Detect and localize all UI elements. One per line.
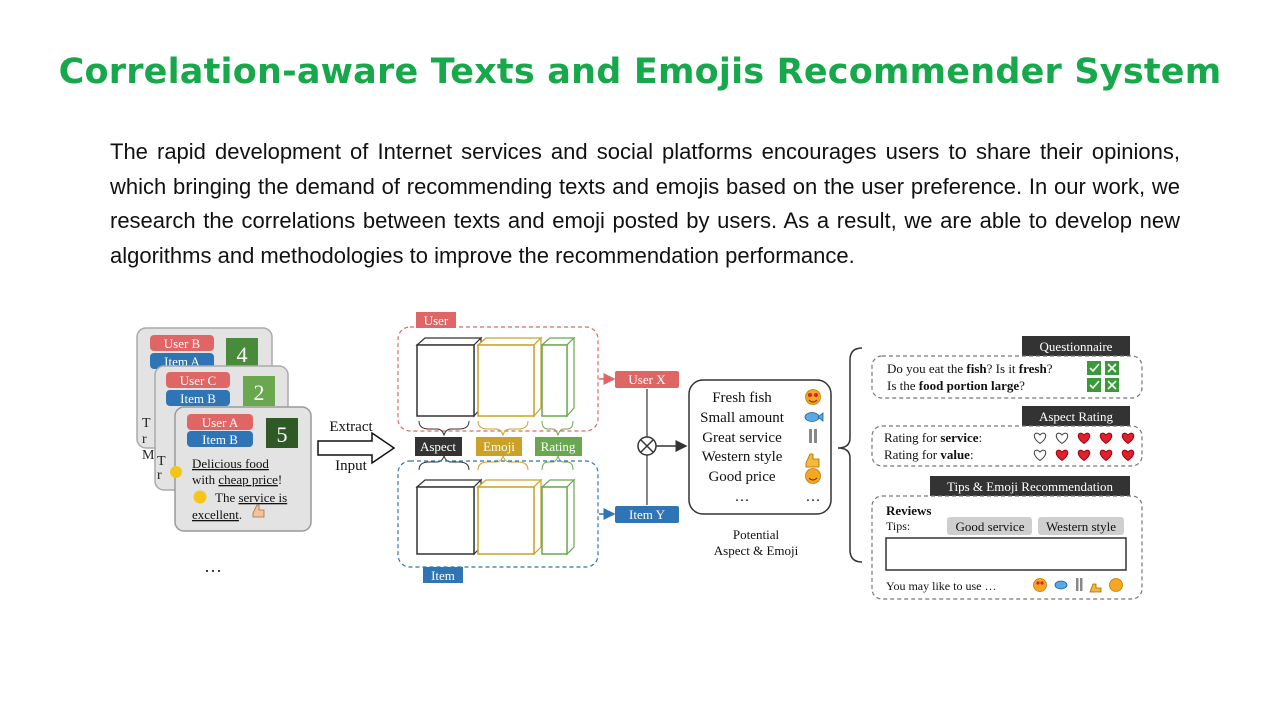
potential-item-5: Good price: [708, 469, 775, 485]
card-front-rating: 5: [277, 422, 288, 447]
svg-text:M: M: [142, 448, 155, 463]
svg-text:Delicious food: Delicious food: [192, 456, 269, 471]
item-rating-block: [542, 480, 574, 554]
card-front-user: User A: [202, 415, 239, 430]
svg-text:Good service: Good service: [956, 519, 1025, 534]
you-may-like-label: You may like to use …: [886, 579, 996, 593]
svg-text:r: r: [157, 468, 162, 483]
review-text-input[interactable]: [886, 538, 1126, 570]
question-2: Is the food portion large?: [887, 378, 1025, 393]
review-card-front: T r User A Item B 5 Delicious food with …: [157, 407, 311, 531]
svg-text:Item Y: Item Y: [629, 507, 666, 522]
check-icon[interactable]: [1087, 378, 1101, 392]
user-box-label: User: [424, 313, 449, 328]
svg-text:Rating: Rating: [541, 439, 576, 454]
svg-text:T: T: [142, 416, 151, 431]
user-emoji-block: [478, 338, 541, 416]
potential-item-3: Great service: [702, 430, 782, 446]
card-middle-rating: 2: [254, 380, 265, 405]
heart-eyes-emoji-icon: [806, 390, 821, 405]
user-rating-block: [542, 338, 574, 416]
potential-caption-1: Potential: [733, 527, 780, 542]
card-middle-item: Item B: [180, 391, 216, 406]
item-emoji-block: [478, 480, 541, 554]
svg-text:User X: User X: [628, 372, 666, 387]
card-back-user: User B: [164, 336, 201, 351]
svg-text:r: r: [142, 432, 147, 447]
potential-item-6: …: [735, 489, 750, 505]
heart-eyes-emoji-icon: [1034, 579, 1047, 592]
svg-text:Tips & Emoji Recommendation: Tips & Emoji Recommendation: [947, 479, 1113, 494]
rating-value-label: Rating for value:: [884, 447, 974, 462]
item-aspect-block: [417, 480, 481, 554]
svg-text:Questionnaire: Questionnaire: [1040, 339, 1113, 354]
input-label: Input: [335, 458, 367, 474]
svg-text:Western style: Western style: [1046, 519, 1116, 534]
reviews-heading: Reviews: [886, 503, 932, 518]
potential-item-4: Western style: [702, 449, 783, 465]
tips-label: Tips:: [886, 519, 910, 533]
check-icon[interactable]: [1087, 361, 1101, 375]
smile-face-emoji-icon: [806, 469, 821, 484]
item-box-label: Item: [431, 568, 455, 583]
potential-caption-2: Aspect & Emoji: [714, 543, 799, 558]
fish-emoji-icon: [1055, 581, 1067, 589]
svg-text:Aspect: Aspect: [420, 439, 456, 454]
user-aspect-block: [417, 338, 481, 416]
smile-emoji-icon: [194, 491, 207, 504]
rating-service-label: Rating for service:: [884, 430, 982, 445]
svg-text:Emoji: Emoji: [483, 439, 515, 454]
smile-face-emoji-icon: [1110, 579, 1123, 592]
card-back-rating: 4: [237, 342, 248, 367]
extract-label: Extract: [329, 419, 373, 435]
svg-text:with cheap price!: with cheap price!: [192, 472, 282, 487]
svg-text:T: T: [157, 454, 166, 469]
svg-text:Aspect Rating: Aspect Rating: [1039, 409, 1114, 424]
cards-ellipsis: …: [204, 556, 222, 576]
card-middle-user: User C: [180, 373, 216, 388]
potential-emoji-more: …: [806, 489, 821, 505]
potential-item-1: Fresh fish: [712, 390, 772, 406]
svg-text:The service is: The service is: [215, 490, 287, 505]
fork-knife-emoji-icon: [1076, 578, 1079, 591]
cross-product-operator: [638, 437, 656, 455]
potential-item-2: Small amount: [700, 410, 785, 426]
applications-brace: [838, 348, 862, 562]
svg-text:excellent.: excellent.: [192, 507, 242, 522]
card-front-item: Item B: [202, 432, 238, 447]
question-1: Do you eat the fish? Is it fresh?: [887, 361, 1053, 376]
